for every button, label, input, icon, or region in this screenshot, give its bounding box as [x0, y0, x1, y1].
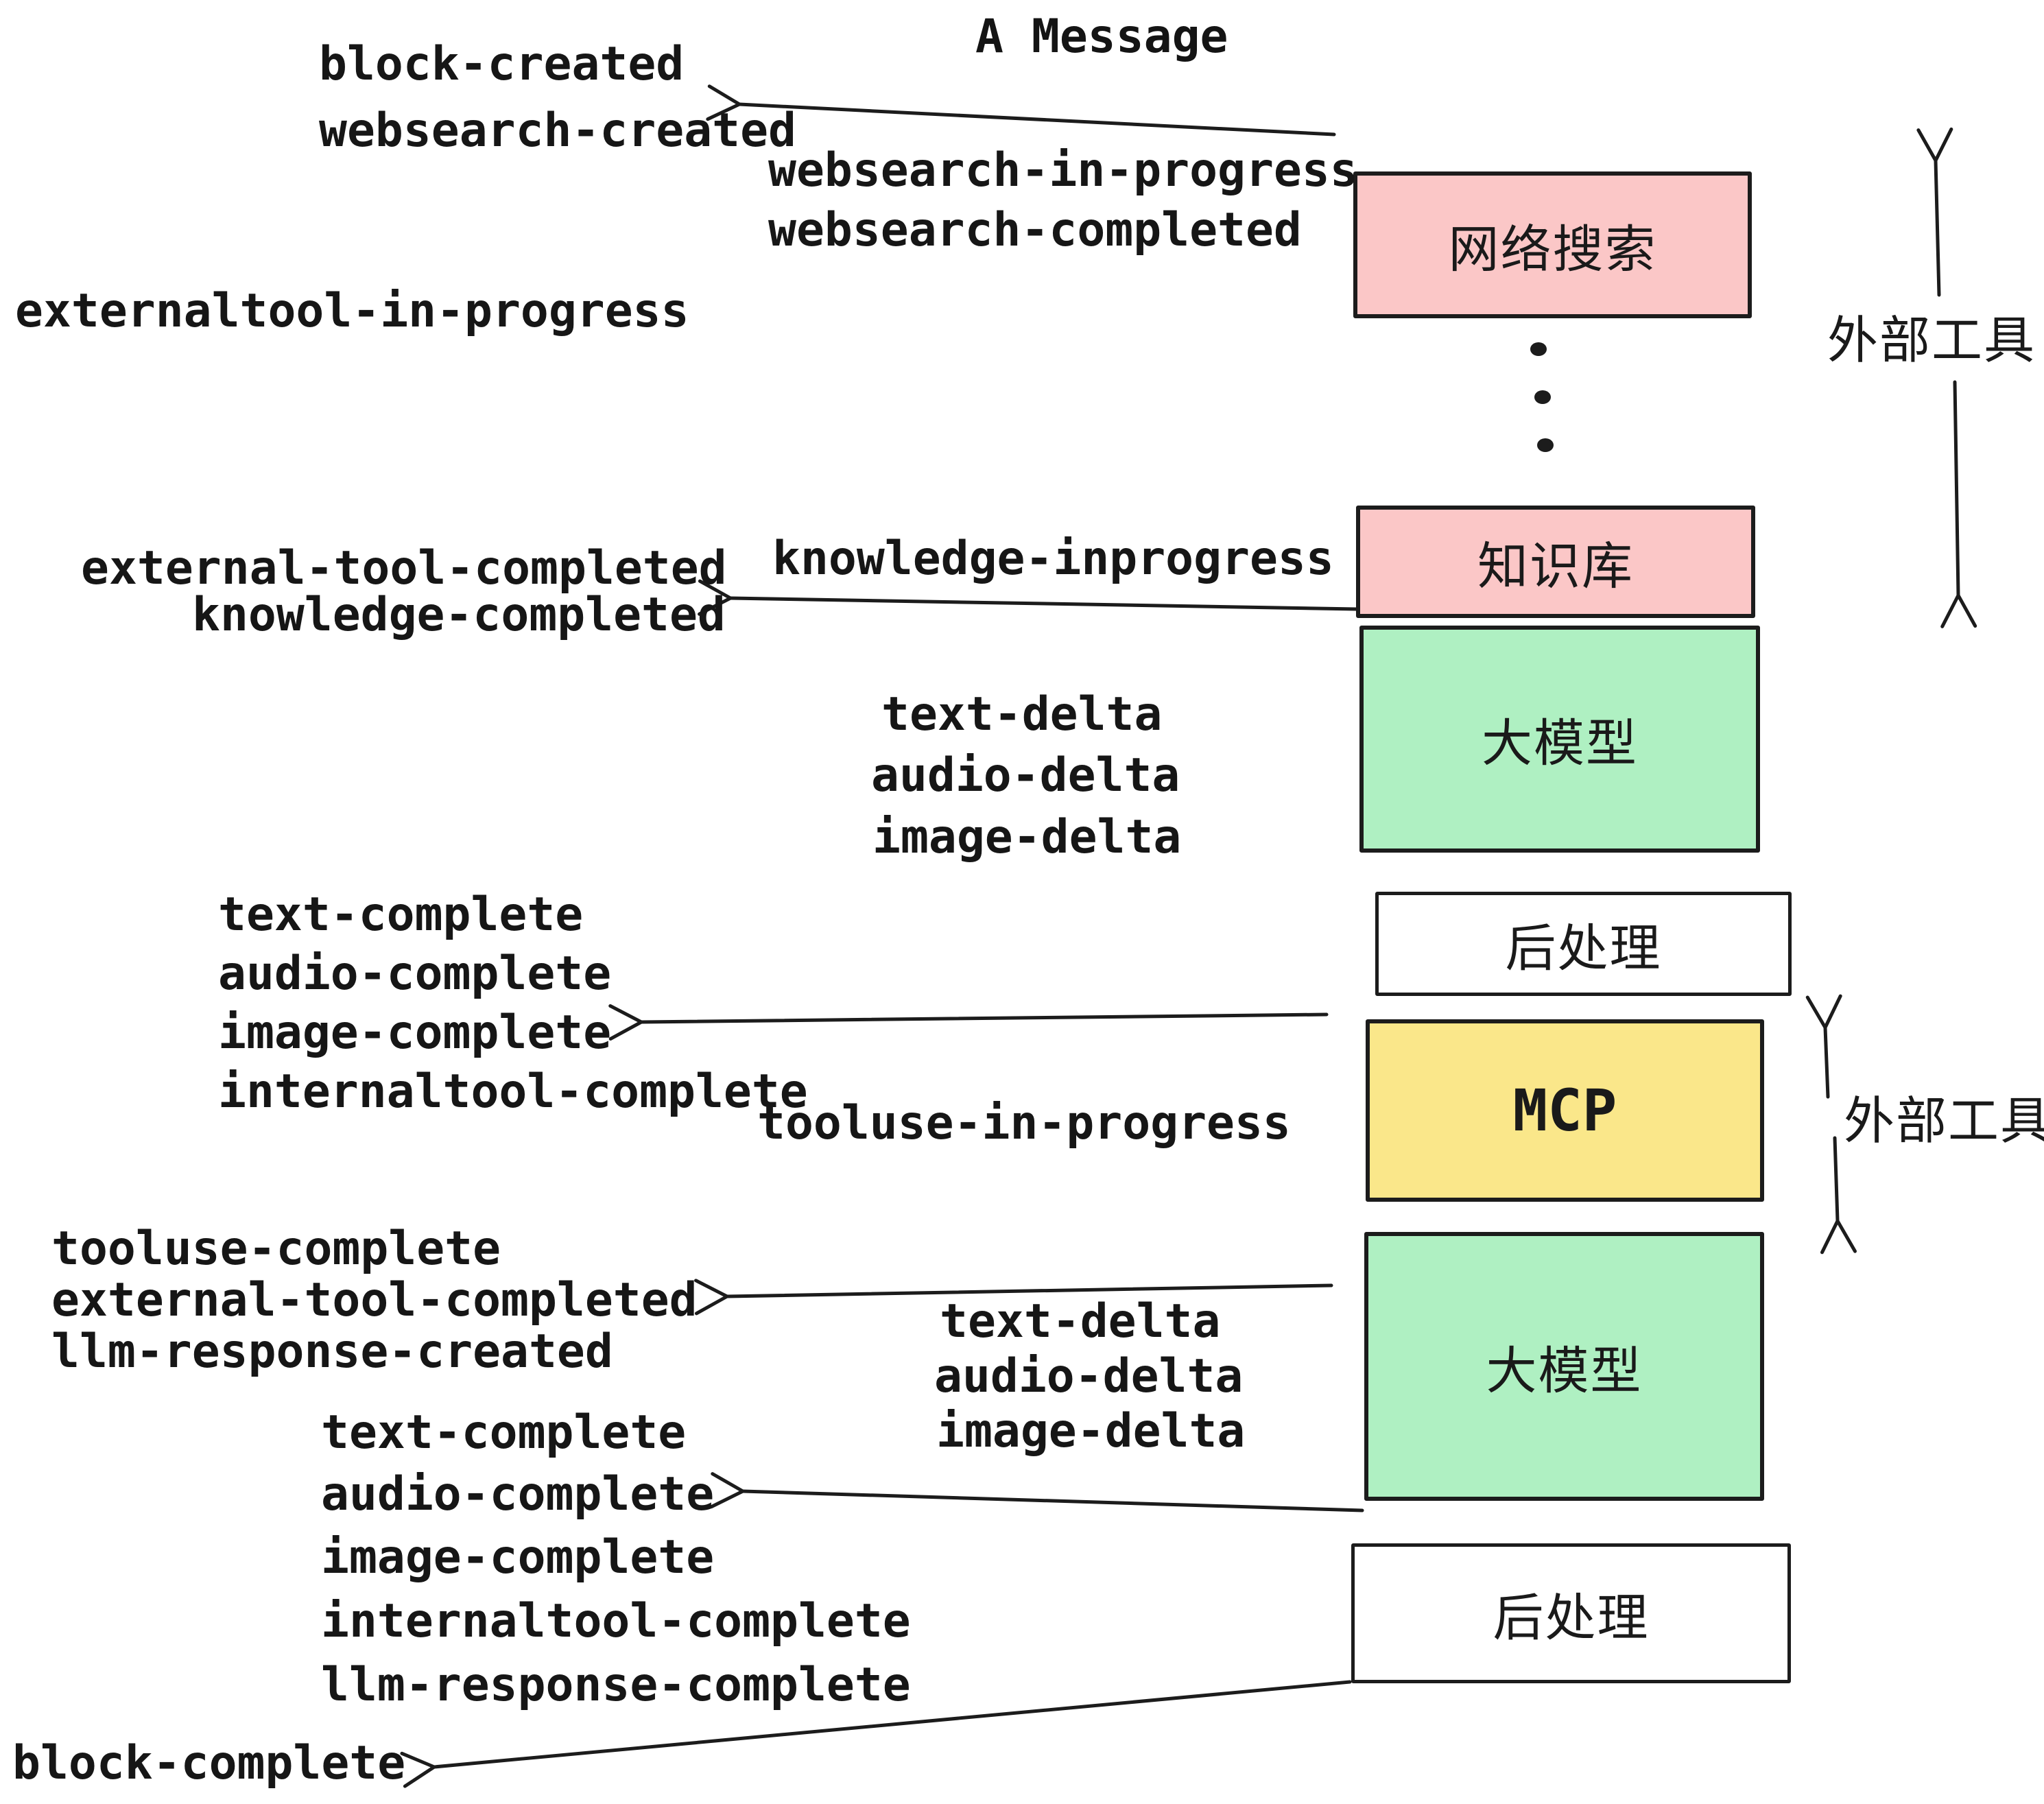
label-external-tools-1: 外部工具	[1827, 311, 2036, 370]
event-text-delta-2: text-delta	[940, 1294, 1221, 1349]
event-image-complete-1: image-complete	[218, 1005, 612, 1060]
box-web-search-label: 网络搜索	[1448, 219, 1657, 279]
box-mcp-label: MCP	[1512, 1077, 1617, 1144]
arrow-up-external-tools-1	[1916, 127, 1953, 297]
event-knowledge-inprogress: knowledge-inprogress	[772, 531, 1334, 586]
arrow-to-knowledge-completed	[698, 579, 1359, 616]
box-llm-1-label: 大模型	[1482, 714, 1638, 773]
page-title: A Message	[975, 9, 1228, 64]
event-audio-delta-2: audio-delta	[934, 1349, 1244, 1403]
event-externaltool-in-progress: externaltool-in-progress	[15, 283, 689, 338]
box-mcp: MCP	[1366, 1019, 1764, 1202]
event-websearch-completed: websearch-completed	[768, 202, 1302, 257]
arrow-down-external-tools-1	[1940, 380, 1977, 628]
event-image-delta-2: image-delta	[936, 1403, 1246, 1458]
box-post-process-2-label: 后处理	[1493, 1588, 1650, 1648]
event-internaltool-complete-1: internaltool-complete	[218, 1064, 808, 1119]
box-web-search: 网络搜索	[1353, 171, 1752, 318]
arrow-down-external-tools-2	[1820, 1136, 1857, 1255]
arrow-to-websearch-created	[706, 84, 1336, 137]
box-post-process-2: 后处理	[1351, 1543, 1791, 1683]
box-knowledge-base-label: 知识库	[1477, 536, 1634, 596]
ellipsis-dots	[1530, 342, 1554, 452]
event-websearch-in-progress: websearch-in-progress	[768, 143, 1358, 198]
event-text-complete-2: text-complete	[321, 1405, 687, 1460]
event-text-delta-1: text-delta	[881, 687, 1163, 741]
event-external-tool-completed-1: external-tool-completed	[81, 541, 727, 595]
event-text-complete-1: text-complete	[218, 887, 584, 942]
event-llm-response-created: llm-response-created	[51, 1324, 613, 1379]
event-audio-complete-2: audio-complete	[321, 1467, 715, 1521]
box-llm-1: 大模型	[1359, 626, 1760, 853]
event-llm-response-complete: llm-response-complete	[321, 1657, 911, 1712]
event-image-delta-1: image-delta	[872, 809, 1182, 864]
event-knowledge-completed: knowledge-completed	[192, 587, 726, 642]
event-image-complete-2: image-complete	[321, 1530, 715, 1585]
event-block-complete: block-complete	[12, 1735, 406, 1790]
arrow-to-audio-complete	[709, 1472, 1364, 1512]
box-llm-2: 大模型	[1364, 1232, 1764, 1501]
event-external-tool-completed-2: external-tool-completed	[51, 1272, 698, 1327]
box-llm-2-label: 大模型	[1486, 1341, 1643, 1401]
arrow-to-external-tool-completed	[694, 1279, 1333, 1316]
event-websearch-created: websearch-created	[319, 103, 796, 158]
event-audio-delta-1: audio-delta	[871, 748, 1180, 803]
event-tooluse-complete: tooluse-complete	[51, 1221, 501, 1276]
arrow-up-external-tools-2	[1805, 994, 1842, 1099]
event-audio-complete-1: audio-complete	[218, 946, 612, 1001]
arrow-to-block-complete	[400, 1680, 1352, 1788]
arrow-to-image-complete	[608, 1004, 1329, 1041]
box-post-process-1-label: 后处理	[1505, 918, 1662, 978]
event-block-created: block-created	[319, 36, 685, 91]
event-internaltool-complete-2: internaltool-complete	[321, 1593, 911, 1648]
box-knowledge-base: 知识库	[1356, 506, 1755, 618]
event-tooluse-in-progress: tooluse-in-progress	[757, 1095, 1291, 1150]
label-external-tools-2: 外部工具	[1844, 1091, 2044, 1151]
box-post-process-1: 后处理	[1375, 892, 1792, 996]
